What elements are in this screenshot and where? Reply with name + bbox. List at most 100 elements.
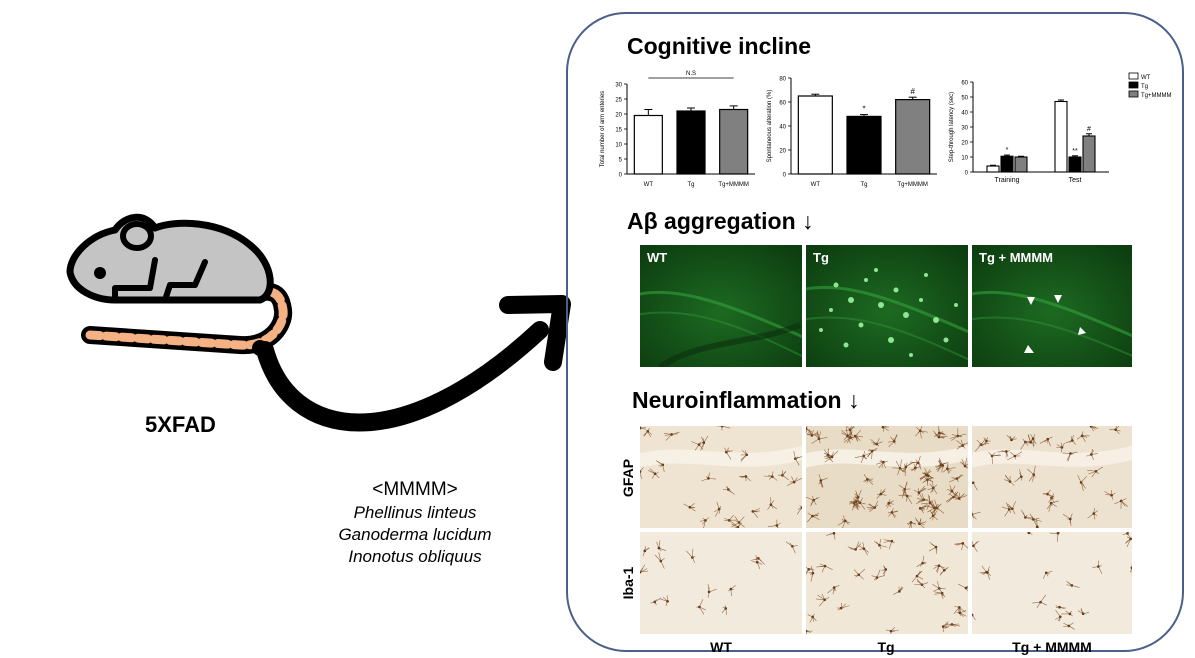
cell-process (703, 435, 709, 443)
cell-process (818, 438, 821, 444)
cell-process (938, 436, 948, 438)
cell-process (1009, 435, 1012, 440)
cell-process (1095, 471, 1100, 475)
stained-cell (881, 565, 888, 576)
cell-process (858, 574, 865, 580)
cell-process (921, 472, 927, 476)
cell-process (1069, 610, 1072, 615)
cell-process (1046, 439, 1049, 444)
cell-process (919, 523, 925, 528)
cell-process (937, 581, 940, 589)
cell-process (952, 477, 957, 479)
cell-process (862, 542, 865, 549)
cell-process (726, 452, 732, 460)
stained-cell (739, 475, 752, 482)
cell-process (665, 434, 672, 441)
stained-cell (881, 426, 889, 432)
stained-cell (1125, 536, 1132, 548)
stained-cell (663, 431, 680, 441)
stained-cell (906, 521, 917, 528)
cell-process (935, 546, 938, 551)
cell-process (1028, 532, 1033, 535)
cell-process (730, 588, 735, 591)
cell-process (929, 509, 934, 516)
cell-process (1011, 436, 1016, 441)
cell-process (708, 478, 717, 480)
cell-process (806, 426, 808, 429)
cell-process (1033, 518, 1040, 520)
cell-process (949, 488, 953, 492)
stained-cell (1062, 451, 1078, 462)
cell-process (849, 426, 854, 431)
cell-process (954, 605, 960, 608)
cell-process (903, 493, 908, 497)
cell-process (874, 541, 880, 546)
cell-process (658, 464, 663, 466)
bar-tg (676, 110, 706, 175)
cell-process (1125, 538, 1131, 543)
cell-process (1111, 492, 1116, 496)
y-tick-label: 25 (615, 98, 622, 104)
ns-label: N.S (686, 71, 696, 77)
cell-process (938, 588, 945, 596)
cell-process (965, 587, 968, 592)
cell-process (799, 505, 802, 508)
cell-process (752, 511, 759, 519)
stained-cell (721, 605, 728, 615)
cell-process (715, 508, 720, 517)
cell-process (972, 511, 981, 515)
cell-process (1032, 474, 1035, 482)
cell-process (860, 455, 864, 464)
cell-process (947, 467, 956, 469)
y-tick-label: 80 (779, 77, 786, 83)
cell-process (770, 504, 778, 510)
stained-cell (728, 585, 736, 597)
cell-process (796, 507, 802, 515)
x-tick-label: Tg (860, 182, 867, 188)
cell-process (1087, 513, 1094, 519)
cell-process (887, 441, 895, 443)
cell-process (879, 544, 888, 548)
cell-process (926, 502, 931, 510)
cell-process (812, 512, 820, 517)
y-tick-label: 0 (965, 171, 969, 177)
ihc-gfap-wt (640, 426, 802, 528)
cell-process (867, 450, 873, 458)
cell-process (981, 440, 987, 447)
cell-process (756, 562, 761, 570)
cell-process (891, 510, 898, 513)
cell-process (933, 588, 940, 592)
y-tick-label: 20 (779, 149, 786, 155)
cell-process (828, 454, 834, 457)
cell-process (797, 507, 802, 510)
stained-cell (786, 476, 802, 486)
cell-process (972, 482, 978, 491)
stained-cell (946, 484, 958, 498)
cell-process (792, 546, 796, 554)
cell-process (758, 558, 762, 561)
stained-cell (926, 500, 939, 515)
y-tick-label: 0 (619, 173, 623, 179)
cell-process (654, 472, 659, 475)
bar-wt (797, 95, 833, 175)
cell-process (841, 605, 850, 609)
stained-cell (876, 459, 888, 469)
cell-process (859, 548, 864, 550)
cell-process (1065, 440, 1073, 444)
cell-process (1121, 498, 1127, 502)
cell-process (647, 431, 651, 438)
cell-process (888, 503, 891, 508)
cell-process (954, 543, 963, 545)
cell-process (817, 594, 825, 601)
cell-process (863, 451, 865, 456)
cell-process (976, 439, 982, 445)
cell-process (698, 441, 701, 445)
cell-process (902, 489, 906, 495)
stained-cell (806, 512, 820, 523)
cell-process (868, 507, 875, 510)
cell-process (814, 434, 820, 439)
abeta-image-tg-mmmm: Tg + MMMM (972, 245, 1132, 367)
cell-process (1072, 440, 1076, 445)
cell-process (854, 496, 859, 501)
